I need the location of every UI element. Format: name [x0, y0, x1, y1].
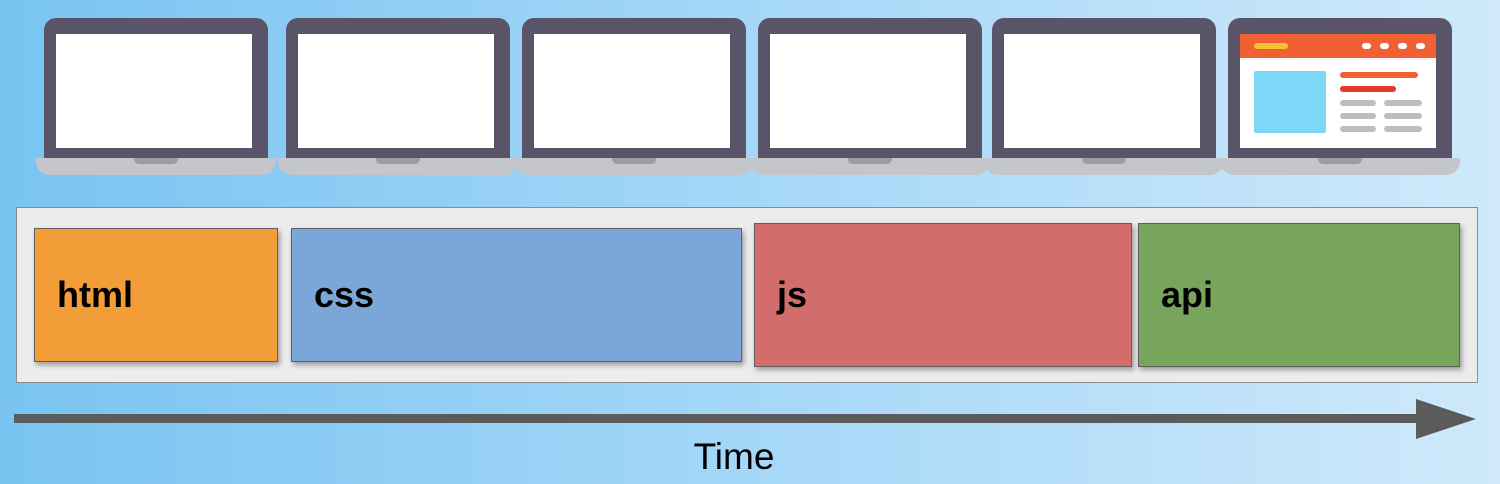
stage-label: js — [777, 274, 808, 315]
rendered-page-icon — [1240, 34, 1436, 148]
time-axis-label: Time — [693, 436, 775, 477]
stage-label: css — [314, 274, 375, 315]
laptop-frame-1 — [36, 18, 276, 178]
stage-js-block: js — [754, 223, 1132, 367]
stage-label: api — [1161, 274, 1214, 315]
laptop-frame-2 — [278, 18, 518, 178]
laptop-frame-5 — [984, 18, 1224, 178]
stage-label: html — [57, 274, 133, 315]
blank-screen — [1004, 34, 1200, 148]
blank-screen — [298, 34, 494, 148]
stage-css-block: css — [291, 228, 742, 362]
laptop-frame-6 — [1220, 18, 1460, 178]
stage-html-block: html — [34, 228, 278, 362]
laptop-frame-4 — [750, 18, 990, 178]
stage-api-block: api — [1138, 223, 1460, 367]
time-arrow — [14, 399, 1476, 439]
blank-screen — [56, 34, 252, 148]
blank-screen — [534, 34, 730, 148]
blank-screen — [770, 34, 966, 148]
laptop-frame-3 — [514, 18, 754, 178]
